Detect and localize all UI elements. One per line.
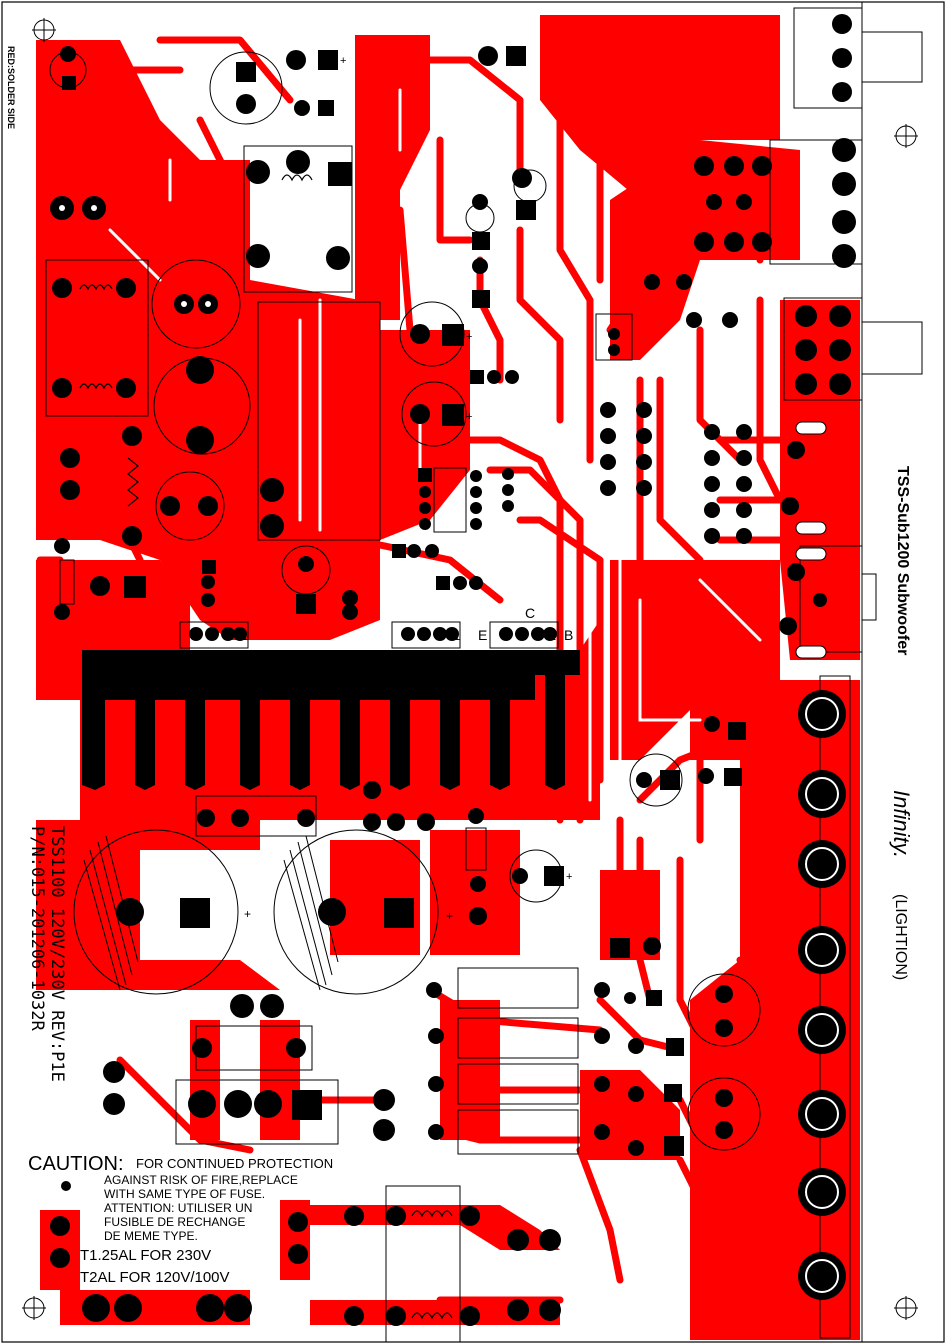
pin-one-marker: 1 xyxy=(454,631,460,643)
polarity-plus: + xyxy=(466,411,472,423)
oval-pads xyxy=(795,421,827,659)
capacitor-hatch xyxy=(83,835,339,991)
transistor-b-label: B xyxy=(564,627,573,643)
pin-one-marker: 1 xyxy=(550,631,556,643)
thin-white-gaps xyxy=(108,88,762,802)
fuse-rating-230v: T1.25AL FOR 230V xyxy=(80,1247,211,1264)
caution-line-1: FOR CONTINUED PROTECTION xyxy=(136,1156,333,1171)
brand-logo: Infinity. xyxy=(889,790,914,858)
caution-block: CAUTION: FOR CONTINUED PROTECTION AGAINS… xyxy=(28,1153,333,1286)
silkscreen xyxy=(45,7,923,1343)
fuse-rating-120v: T2AL FOR 120V/100V xyxy=(80,1269,230,1286)
caution-line-6: DE MEME TYPE. xyxy=(104,1229,198,1243)
pad-holes xyxy=(59,205,211,307)
solder-side-label: RED:SOLDER SIDE xyxy=(6,46,16,129)
transistor-e-label: E xyxy=(478,627,487,643)
pin-one-marker: 1 xyxy=(242,631,248,643)
polarity-plus: + xyxy=(566,871,572,883)
transistor-c-label: C xyxy=(525,605,535,621)
caution-line-3: WITH SAME TYPE OF FUSE. xyxy=(104,1187,265,1201)
pads xyxy=(50,14,856,1326)
speaker-terminals xyxy=(798,690,846,1300)
model-title: TSS-Sub1200 Subwoofer xyxy=(894,466,911,655)
polarity-plus: + xyxy=(340,55,346,67)
polarity-plus: + xyxy=(466,331,472,343)
caution-line-5: FUSIBLE DE RECHANGE xyxy=(104,1215,245,1229)
brand-suffix: (LIGHTION) xyxy=(892,894,909,980)
caution-line-2: AGAINST RISK OF FIRE,REPLACE xyxy=(104,1173,298,1187)
mounting-holes xyxy=(22,18,918,1320)
polarity-plus: + xyxy=(446,909,453,923)
caution-line-4: ATTENTION: UTILISER UN xyxy=(104,1201,252,1215)
polarity-plus: + xyxy=(244,907,251,921)
part-line-1: TSS1100 120V/230V REV:P1E xyxy=(47,826,67,1082)
coil-symbols xyxy=(79,174,453,1320)
heatsink xyxy=(82,650,580,790)
caution-title: CAUTION: xyxy=(28,1153,124,1175)
part-line-2: P/N:015-201206-1032R xyxy=(27,826,47,1031)
